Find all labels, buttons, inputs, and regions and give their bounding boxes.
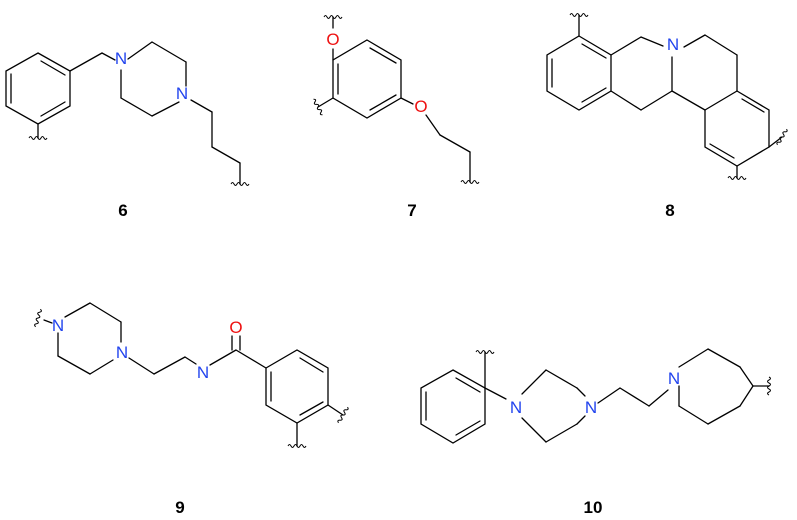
atom-label: O	[229, 318, 242, 337]
atom-label: N	[585, 398, 597, 417]
atom-label: N	[667, 35, 679, 54]
atom-label: O	[326, 30, 339, 49]
attachment-point-icon	[33, 308, 43, 328]
atom-label: N	[510, 398, 522, 417]
compound-label: 8	[665, 201, 674, 220]
compound-7-structure: O O 7	[311, 15, 480, 220]
compound-10-bonds	[420, 348, 770, 444]
atom-label: N	[116, 343, 128, 362]
compound-9-bonds	[43, 302, 344, 447]
compound-label: 6	[118, 201, 127, 220]
compound-label: 9	[175, 498, 184, 517]
compound-8-bonds	[546, 14, 783, 179]
compound-10-structure: N N N 10	[420, 348, 771, 517]
atom-label: N	[668, 369, 680, 388]
atom-label: N	[176, 84, 188, 103]
attachment-point-icon	[775, 127, 789, 147]
compound-label: 10	[584, 498, 603, 517]
atom-label: N	[197, 363, 209, 382]
compound-6-bonds	[5, 41, 241, 185]
compound-8-structure: N 8	[546, 13, 789, 220]
compound-label: 7	[407, 201, 416, 220]
atom-label: N	[52, 316, 64, 335]
compound-9-structure: N N N O 9	[33, 302, 350, 517]
attachment-point-icon	[311, 97, 325, 117]
compound-7-bonds	[317, 16, 471, 183]
compound-6-structure: N N 6	[5, 41, 250, 220]
atom-label: O	[414, 97, 427, 116]
attachment-point-icon	[336, 405, 350, 425]
atom-label: N	[115, 49, 127, 68]
